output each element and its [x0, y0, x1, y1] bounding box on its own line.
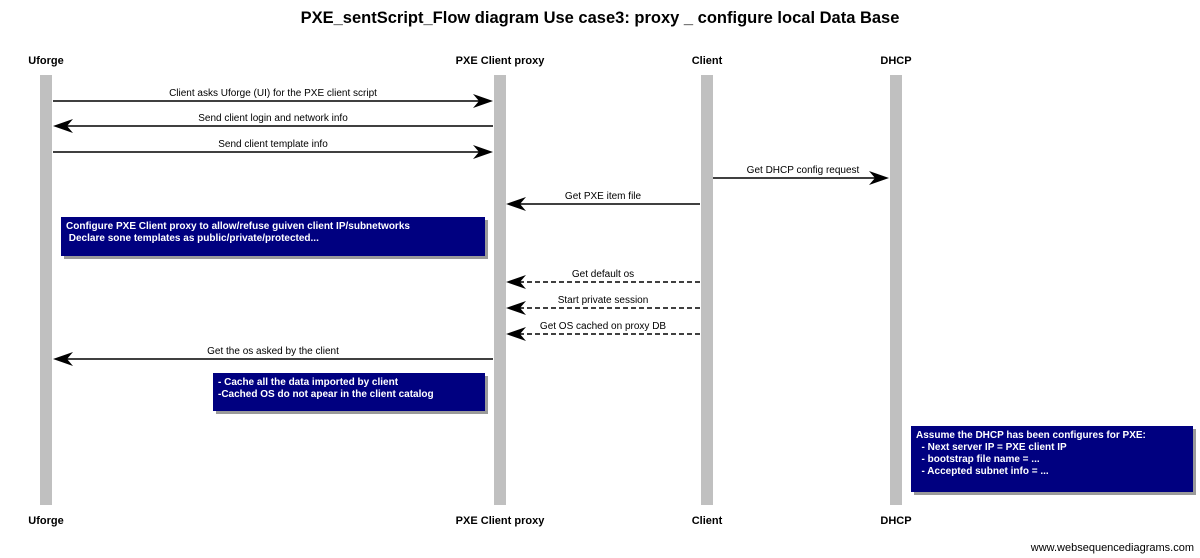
message-label-2: Send client login and network info	[198, 113, 348, 124]
participant-client-bottom: Client	[691, 515, 723, 527]
participant-dhcp-top: DHCP	[880, 55, 912, 67]
footer-credit: www.websequencediagrams.com	[1030, 542, 1194, 554]
arrowhead-msg-5	[506, 197, 526, 211]
lifeline-client	[701, 75, 713, 505]
arrowhead-msg-4	[869, 171, 889, 185]
participant-dhcp-bottom: DHCP	[880, 515, 912, 527]
participant-uforge-bottom: Uforge	[28, 515, 64, 527]
message-label-7: Start private session	[557, 295, 649, 306]
arrowhead-msg-7	[506, 301, 526, 315]
arrowhead-msg-1	[473, 94, 493, 108]
message-label-1: Client asks Uforge (UI) for the PXE clie…	[169, 88, 377, 99]
message-label-8: Get OS cached on proxy DB	[539, 321, 667, 332]
lifeline-dhcp	[890, 75, 902, 505]
note-cache-data: - Cache all the data imported by client …	[213, 373, 485, 411]
note-dhcp-assumption: Assume the DHCP has been configures for …	[911, 426, 1193, 492]
lifeline-proxy	[494, 75, 506, 505]
participant-uforge-top: Uforge	[28, 55, 64, 67]
participant-client-top: Client	[691, 55, 723, 67]
note-configure-proxy: Configure PXE Client proxy to allow/refu…	[61, 217, 485, 256]
participant-proxy-bottom: PXE Client proxy	[455, 515, 545, 527]
arrowhead-msg-9	[53, 352, 73, 366]
lifeline-uforge	[40, 75, 52, 505]
message-label-5: Get PXE item file	[564, 191, 642, 202]
arrowhead-msg-6	[506, 275, 526, 289]
arrowhead-msg-8	[506, 327, 526, 341]
message-label-3: Send client template info	[218, 139, 328, 150]
participant-proxy-top: PXE Client proxy	[455, 55, 545, 67]
diagram-title: PXE_sentScript_Flow diagram Use case3: p…	[300, 9, 900, 27]
message-label-4: Get DHCP config request	[746, 165, 860, 176]
arrowhead-msg-3	[473, 145, 493, 159]
message-label-6: Get default os	[571, 269, 635, 280]
arrowhead-msg-2	[53, 119, 73, 133]
message-label-9: Get the os asked by the client	[207, 346, 339, 357]
